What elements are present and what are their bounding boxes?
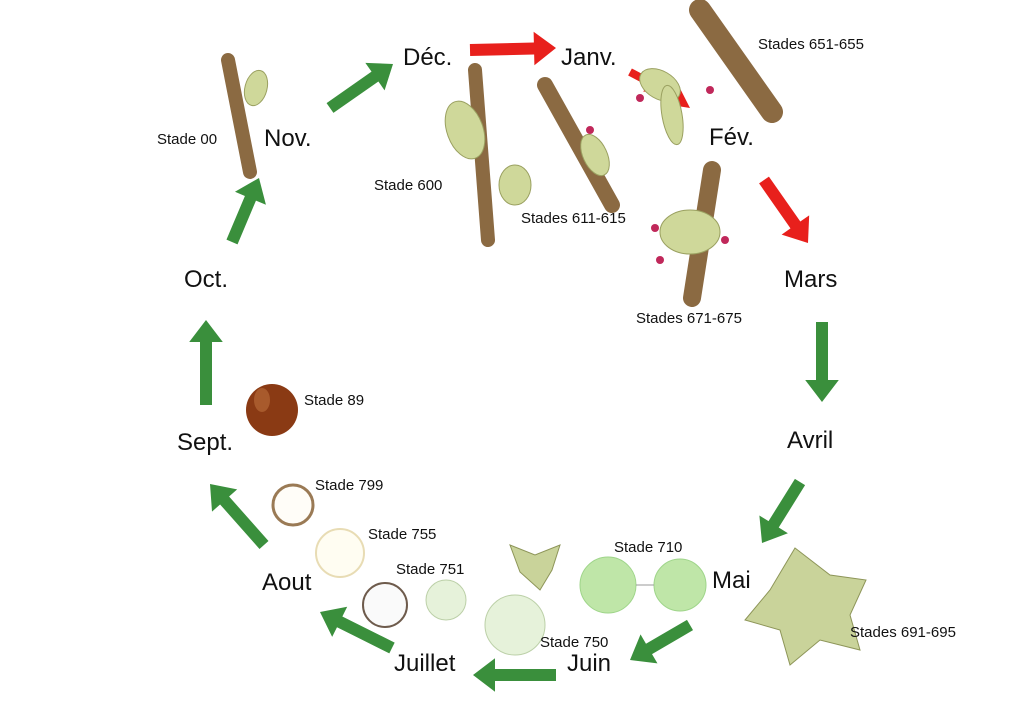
- arrow-mars-avril-icon: [805, 322, 839, 402]
- bud-stade-671-icon: [659, 209, 721, 255]
- month-dec: Déc.: [403, 44, 453, 71]
- arrow-dec-janv-icon: [469, 31, 556, 66]
- twig-stade-600-icon: [468, 63, 495, 247]
- month-juin: Juin: [567, 650, 612, 677]
- bud-stade-600-icon: [444, 100, 486, 160]
- section-stade-750-icon: [484, 594, 546, 656]
- nut-stade-89-icon: [246, 384, 298, 436]
- section-stade-755-icon: [315, 528, 365, 578]
- section-stade-799-icon: [271, 483, 315, 527]
- stage-751: Stade 751: [396, 561, 465, 578]
- leaves-stade-691-icon: [744, 547, 867, 666]
- arrow-juillet-aout-icon: [320, 606, 395, 654]
- arrow-oct-nov-icon: [226, 178, 266, 245]
- catkin-stade-651-icon: [660, 84, 684, 146]
- nut-highlight-icon: [254, 388, 270, 412]
- bud-stade-00-icon: [243, 69, 269, 107]
- month-juillet: Juillet: [394, 650, 456, 677]
- arrow-mai-juin-icon: [630, 619, 694, 664]
- stage-799: Stade 799: [315, 477, 384, 494]
- flower-stade-611-icon: [586, 126, 594, 134]
- flower-stade-651-icon: [636, 94, 644, 102]
- stage-691-695: Stades 691-695: [850, 624, 956, 641]
- stage-750: Stade 750: [540, 634, 609, 651]
- stage-89: Stade 89: [304, 392, 365, 409]
- arrow-juin-juillet-icon: [473, 658, 556, 692]
- involucre-icon: [509, 544, 561, 591]
- stage-611-615: Stades 611-615: [521, 210, 626, 227]
- stage-671-675: Stades 671-675: [636, 310, 742, 327]
- stage-755: Stade 755: [368, 526, 437, 543]
- arrow-nov-dec-icon: [326, 62, 393, 113]
- flower-stade-671-icon: [651, 224, 659, 232]
- stage-00: Stade 00: [157, 131, 218, 148]
- month-oct: Oct.: [184, 266, 229, 293]
- stage-600: Stade 600: [374, 177, 443, 194]
- arrow-aout-sept-icon: [210, 484, 269, 549]
- month-aout: Aout: [262, 569, 312, 596]
- month-sept: Sept.: [177, 429, 234, 456]
- stage-710: Stade 710: [614, 539, 683, 556]
- catkin-stade-600-icon: [498, 164, 532, 206]
- month-avril: Avril: [787, 427, 834, 454]
- section-stade-710b-icon: [653, 558, 707, 612]
- twig-stade-611-icon: [537, 77, 620, 213]
- stage-651-655: Stades 651-655: [758, 36, 864, 53]
- month-fev: Fév.: [709, 124, 754, 151]
- section-stade-751b-icon: [362, 582, 408, 628]
- twig-stade-00-icon: [221, 53, 257, 179]
- flower-stade-651b-icon: [706, 86, 714, 94]
- month-nov: Nov.: [264, 125, 312, 152]
- arrow-fev-mars-icon: [759, 176, 810, 243]
- section-stade-710a-icon: [579, 556, 637, 614]
- arrow-sept-oct-icon: [189, 320, 223, 405]
- bud-stade-611-icon: [580, 133, 610, 177]
- flower-stade-671c-icon: [656, 256, 664, 264]
- month-mai: Mai: [712, 567, 751, 594]
- twig-stade-651-icon: [689, 0, 783, 123]
- month-janv: Janv.: [561, 44, 617, 71]
- arrow-avril-mai-icon: [759, 478, 806, 543]
- flower-stade-671b-icon: [721, 236, 729, 244]
- section-stade-751a-icon: [425, 579, 467, 621]
- month-mars: Mars: [784, 266, 838, 293]
